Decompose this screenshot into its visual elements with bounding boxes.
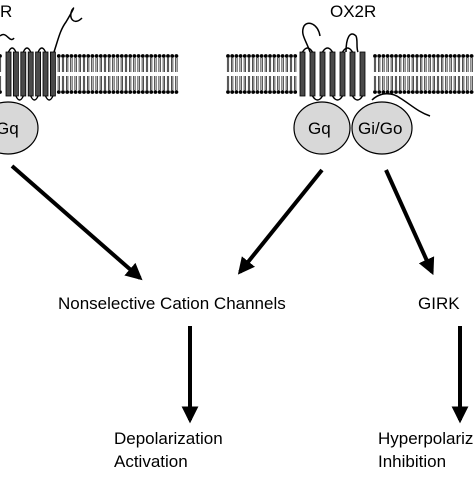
left-receptor-label: R [0, 2, 12, 21]
arrow-gigo-to-girk [384, 169, 435, 276]
right-gq-label: Gq [308, 119, 331, 138]
left-receptor [5, 47, 56, 101]
activation-label: Activation [114, 452, 188, 471]
cation-channels-label: Nonselective Cation Channels [58, 294, 286, 313]
right-gigo-protein [351, 101, 413, 155]
left-extracellular-tail [53, 7, 83, 53]
right-membrane [226, 54, 474, 94]
right-extracellular-loop [345, 33, 359, 53]
hyperpolarization-label: Hyperpolarization [378, 429, 474, 448]
left-gq-protein [0, 101, 39, 155]
left-membrane [0, 54, 179, 94]
inhibition-label: Inhibition [378, 452, 446, 471]
ox2r-receptor [299, 47, 366, 101]
arrow-right-gq-to-cation [237, 168, 324, 275]
right-c-terminus [371, 93, 431, 117]
right-gigo-label: Gi/Go [358, 119, 402, 138]
left-gq-label: Gq [0, 119, 19, 138]
arrow-left-gq-to-cation [10, 164, 143, 281]
right-n-terminus [301, 22, 321, 53]
depolarization-label: Depolarization [114, 429, 223, 448]
girk-label: GIRK [418, 294, 460, 313]
right-gq-protein [293, 101, 351, 155]
left-n-terminus [0, 33, 15, 41]
ox2r-label: OX2R [330, 2, 376, 21]
